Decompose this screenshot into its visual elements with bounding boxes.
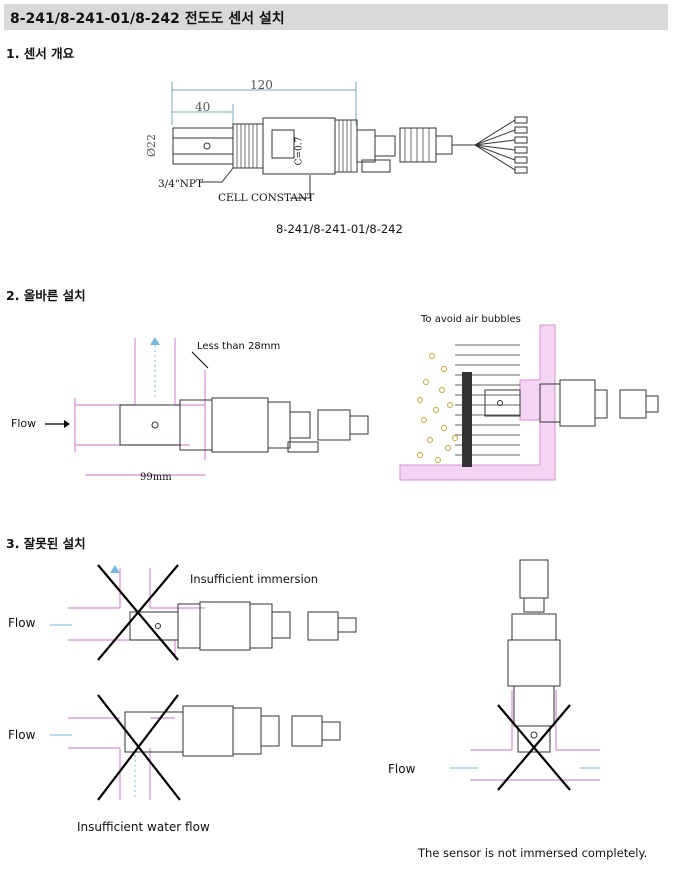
insufficient-immersion-label: Insufficient immersion [190, 572, 319, 586]
section-1-heading: 1. 센서 개요 [6, 46, 75, 61]
sensor-model-caption: 8-241/8-241-01/8-242 [276, 222, 403, 236]
title-bar: 8-241/8-241-01/8-242 전도도 센서 설치 [4, 4, 668, 30]
flow-label-correct: Flow [11, 417, 37, 430]
cell-constant-label: CELL CONSTANT [218, 192, 315, 204]
air-bubbles-label: To avoid air bubbles [421, 314, 521, 325]
npt-label: 3/4"NPT [158, 178, 203, 190]
dimension-40-label: 40 [195, 100, 211, 114]
flow-label-b: Flow [8, 728, 36, 742]
flow-label-a: Flow [8, 616, 36, 630]
page-title: 8-241/8-241-01/8-242 전도도 센서 설치 [10, 11, 285, 27]
insufficient-water-flow-label: Insufficient water flow [77, 820, 210, 834]
flow-label-c: Flow [388, 762, 416, 776]
not-immersed-label: The sensor is not immersed completely. [418, 846, 648, 860]
section-2-heading: 2. 올바른 설치 [6, 288, 86, 303]
dimension-120-label: 120 [250, 78, 273, 92]
section-3-heading: 3. 잘못된 설치 [6, 536, 86, 551]
less-than-28mm-label: Less than 28mm [197, 341, 281, 352]
dimension-99mm-label: 99mm [140, 472, 172, 483]
